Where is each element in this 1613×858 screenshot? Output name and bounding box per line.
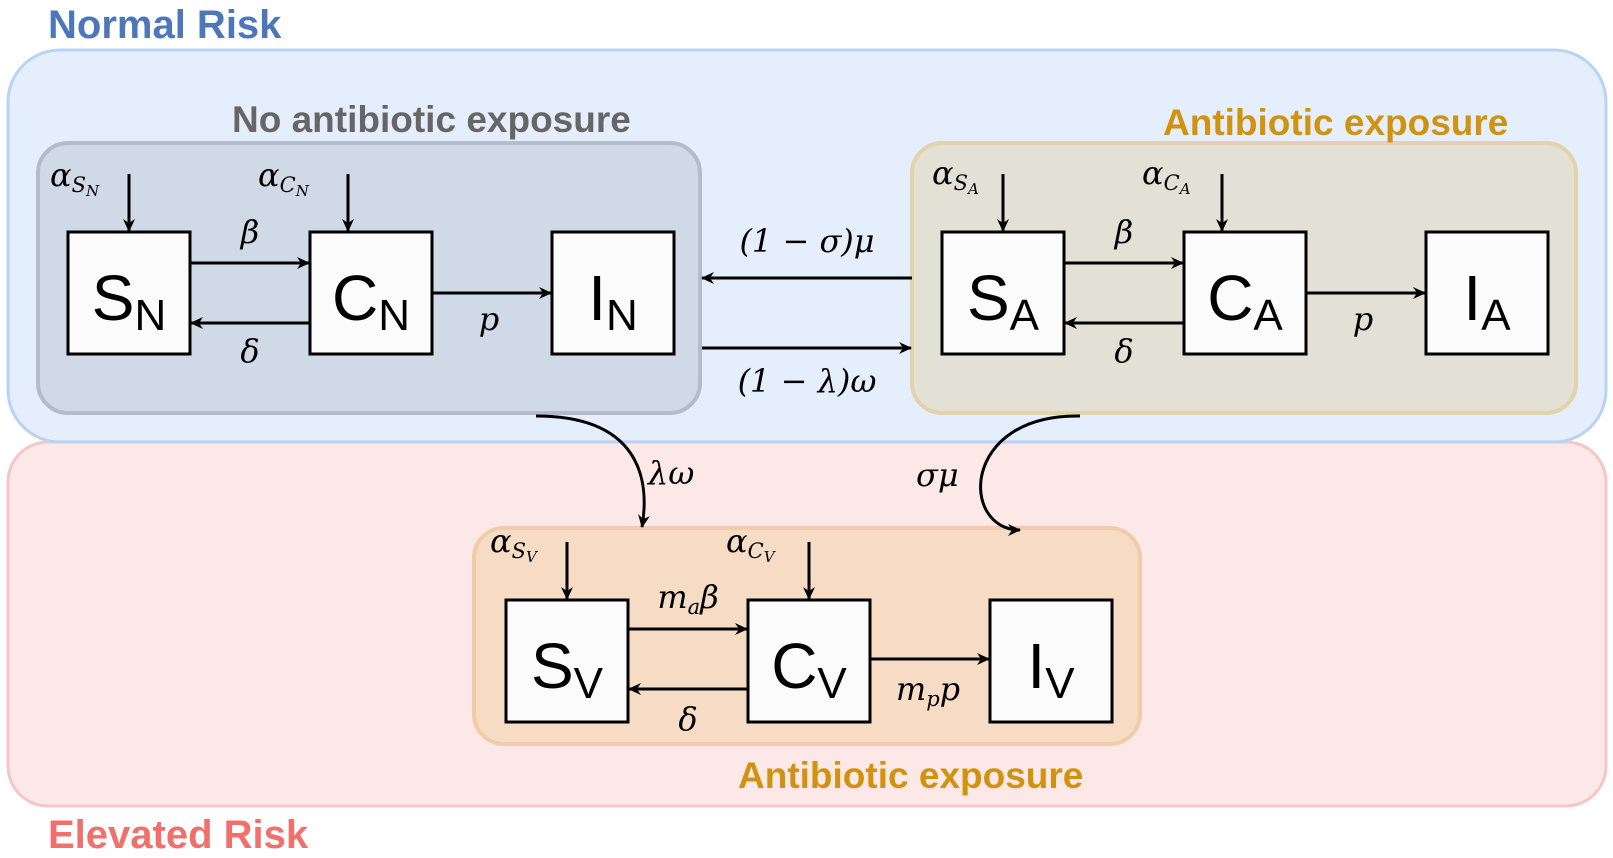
rate-alpha-s-a: αSA: [932, 154, 979, 198]
rate-m-p-p: mpp: [896, 670, 960, 711]
node-s-v-label: S: [531, 630, 574, 702]
svg-text:SN: SN: [92, 262, 166, 340]
svg-text:SV: SV: [531, 630, 604, 708]
exposure-title-v: Antibiotic exposure: [738, 755, 1083, 796]
node-s-n: SN: [66, 230, 192, 356]
rate-n-to-v: λω: [646, 454, 694, 492]
a-to-v-arrow: [979, 414, 1081, 536]
node-s-n-subscript: N: [134, 291, 166, 340]
no-exposure-title: No antibiotic exposure: [232, 99, 631, 140]
node-s-a: SA: [940, 230, 1066, 356]
rate-n-to-a: (1 − λ)ω: [738, 362, 877, 400]
rate-delta-n: δ: [240, 332, 259, 370]
node-c-n: CN: [308, 230, 434, 356]
node-c-n-label: C: [332, 262, 378, 334]
node-s-a-label: S: [967, 262, 1010, 334]
rate-alpha-c-a: αCA: [1142, 154, 1191, 198]
rate-alpha-s-n: αSN: [50, 156, 100, 200]
n-to-v-arrow: [535, 414, 650, 528]
svg-text:IV: IV: [1027, 630, 1075, 708]
normal-risk-title: Normal Risk: [48, 3, 282, 47]
node-i-a-subscript: A: [1481, 291, 1511, 340]
rate-beta-a: β: [1114, 213, 1134, 251]
rate-delta-a: δ: [1114, 332, 1133, 370]
node-s-v: SV: [504, 598, 630, 724]
node-s-a-subscript: A: [1010, 291, 1040, 340]
node-c-a: CA: [1182, 230, 1308, 356]
svg-text:CA: CA: [1207, 262, 1283, 340]
node-i-n-subscript: N: [606, 291, 638, 340]
node-c-a-subscript: A: [1253, 291, 1283, 340]
node-c-v-label: C: [771, 630, 817, 702]
node-s-n-label: S: [92, 262, 135, 334]
node-i-v: IV: [988, 598, 1114, 724]
exposure-title-a: Antibiotic exposure: [1163, 102, 1508, 143]
node-i-n-label: I: [588, 262, 606, 334]
elevated-risk-title: Elevated Risk: [48, 813, 309, 857]
rate-m-a-beta: maβ: [657, 578, 718, 619]
node-i-v-subscript: V: [1045, 659, 1075, 708]
node-i-v-label: I: [1027, 630, 1045, 702]
svg-text:IN: IN: [588, 262, 638, 340]
rate-alpha-s-v: αSV: [490, 522, 539, 566]
node-i-a: IA: [1424, 230, 1550, 356]
node-c-v: CV: [746, 598, 872, 724]
rate-alpha-c-n: αCN: [258, 156, 310, 200]
node-i-n: IN: [550, 230, 676, 356]
rate-p-n: p: [479, 300, 499, 338]
node-s-v-subscript: V: [574, 659, 604, 708]
svg-text:IA: IA: [1463, 262, 1511, 340]
rate-alpha-c-v: αCV: [726, 522, 777, 566]
svg-text:SA: SA: [967, 262, 1040, 340]
node-c-a-label: C: [1207, 262, 1253, 334]
svg-text:CV: CV: [771, 630, 847, 708]
node-c-n-subscript: N: [378, 291, 410, 340]
rate-beta-n: β: [240, 213, 260, 251]
node-i-a-label: I: [1463, 262, 1481, 334]
rate-a-to-n: (1 − σ)μ: [739, 222, 874, 260]
rate-a-to-v: σμ: [916, 456, 959, 494]
node-c-v-subscript: V: [817, 659, 847, 708]
rate-p-a: p: [1353, 300, 1373, 338]
rate-delta-v: δ: [678, 700, 697, 738]
svg-text:CN: CN: [332, 262, 410, 340]
